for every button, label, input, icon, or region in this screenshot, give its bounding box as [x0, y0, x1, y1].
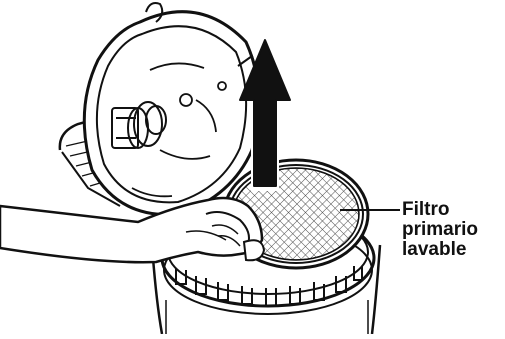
filter-callout-label: Filtro primario lavable [402, 200, 502, 260]
callout-line-2: primario [402, 220, 502, 240]
callout-line-1: Filtro [402, 200, 502, 220]
cyclone-lid [60, 3, 262, 215]
callout-line-3: lavable [402, 240, 502, 260]
